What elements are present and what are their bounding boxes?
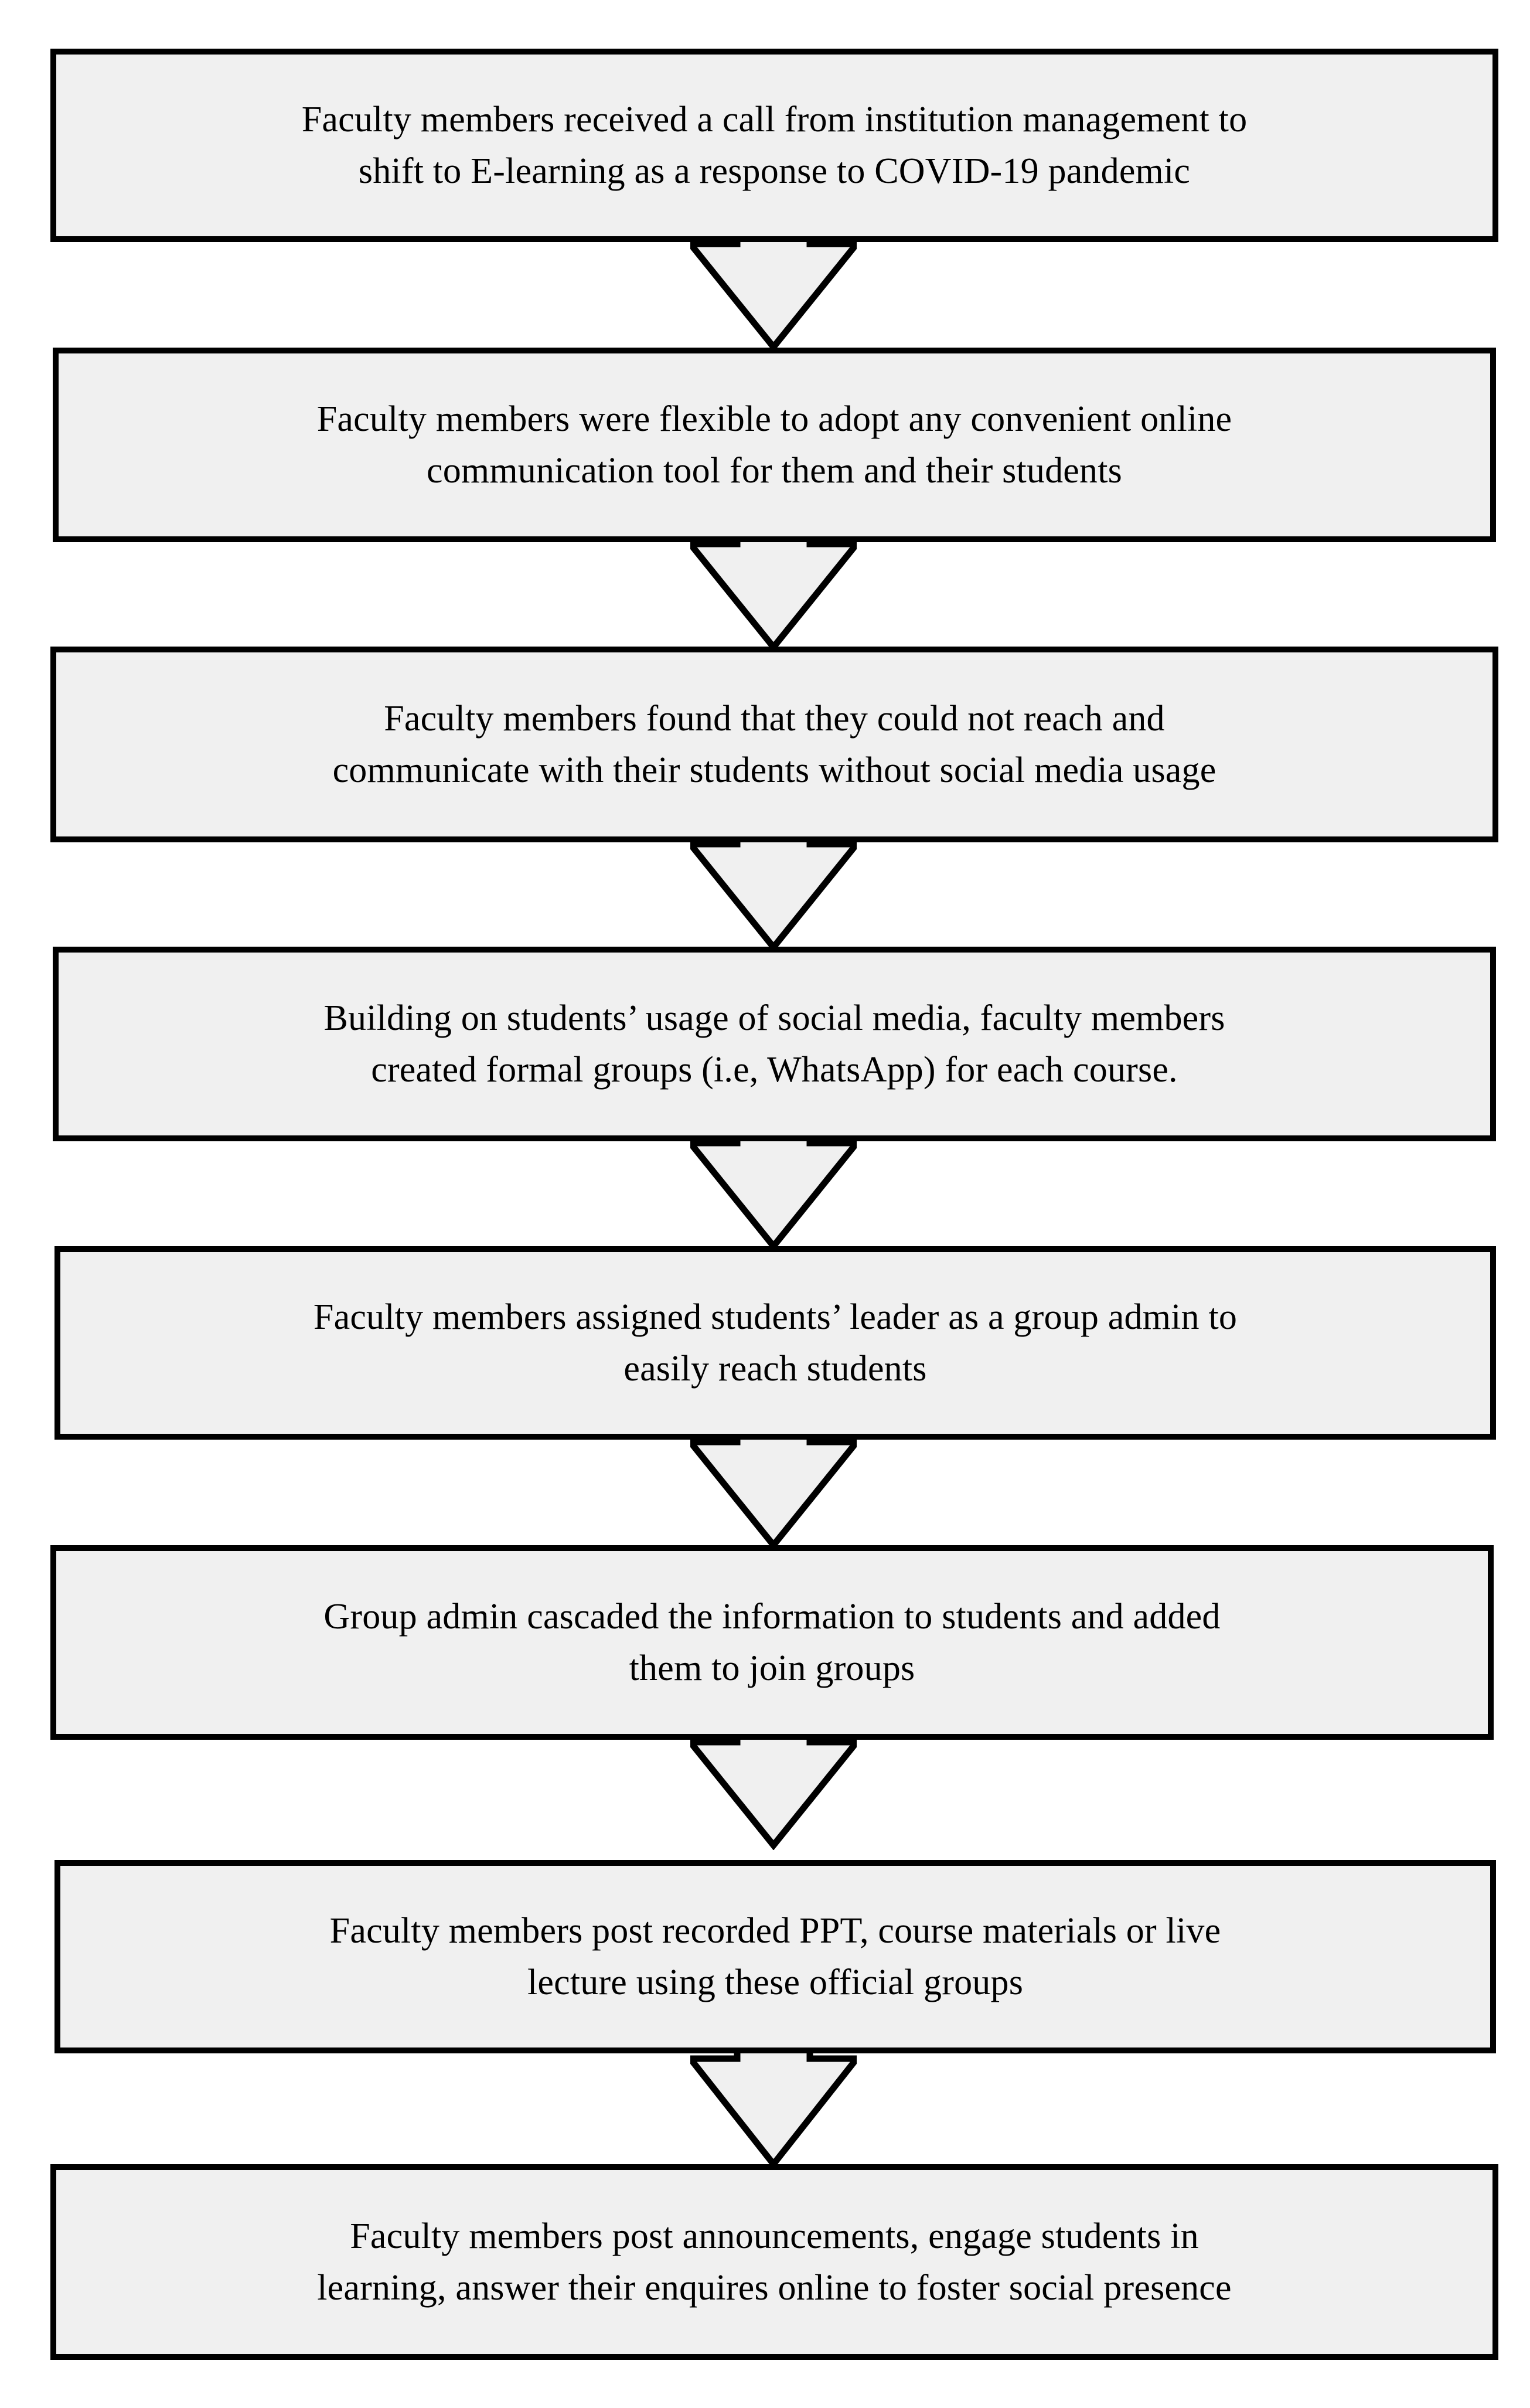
flow-node-step-2[interactable]: Faculty members were flexible to adopt a… <box>53 348 1496 542</box>
flow-node-label: Group admin cascaded the information to … <box>323 1596 1221 1688</box>
flow-node-label: Faculty members assigned students’ leade… <box>313 1297 1238 1389</box>
flow-node-label: Faculty members were flexible to adopt a… <box>316 399 1232 491</box>
flow-node-label: Faculty members post recorded PPT, cours… <box>329 1910 1221 2002</box>
flow-node-step-3[interactable]: Faculty members found that they could no… <box>50 647 1498 842</box>
flow-node-label: Faculty members found that they could no… <box>332 698 1216 790</box>
flow-node-step-1[interactable]: Faculty members received a call from ins… <box>50 49 1498 242</box>
flow-node-step-5[interactable]: Faculty members assigned students’ leade… <box>54 1246 1496 1440</box>
flow-node-step-4[interactable]: Building on students’ usage of social me… <box>53 947 1496 1141</box>
flow-node-label: Faculty members received a call from ins… <box>301 99 1248 191</box>
flow-node-label: Building on students’ usage of social me… <box>323 998 1225 1090</box>
flow-node-label: Faculty members post announcements, enga… <box>317 2216 1232 2308</box>
flow-node-step-8[interactable]: Faculty members post announcements, enga… <box>50 2164 1498 2360</box>
flow-node-step-6[interactable]: Group admin cascaded the information to … <box>50 1545 1494 1740</box>
flow-node-step-7[interactable]: Faculty members post recorded PPT, cours… <box>54 1860 1496 2053</box>
